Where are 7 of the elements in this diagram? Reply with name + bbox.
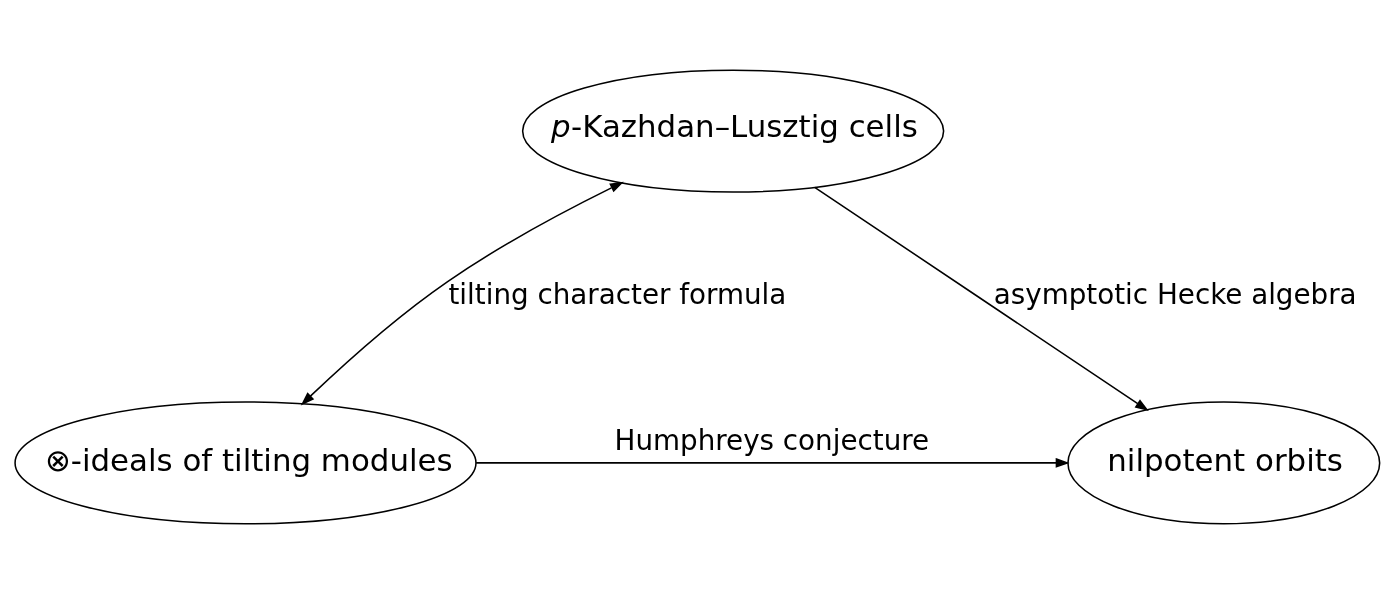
edge-label: asymptotic Hecke algebra [993, 277, 1357, 311]
node-ellipse: ⊗-ideals of tilting modules [14, 400, 477, 525]
arrow [813, 186, 1149, 411]
edge-label: tilting character formula [448, 277, 787, 311]
edge-label: Humphreys conjecture [614, 423, 930, 457]
arrow [475, 457, 1070, 468]
arrow [300, 181, 624, 405]
